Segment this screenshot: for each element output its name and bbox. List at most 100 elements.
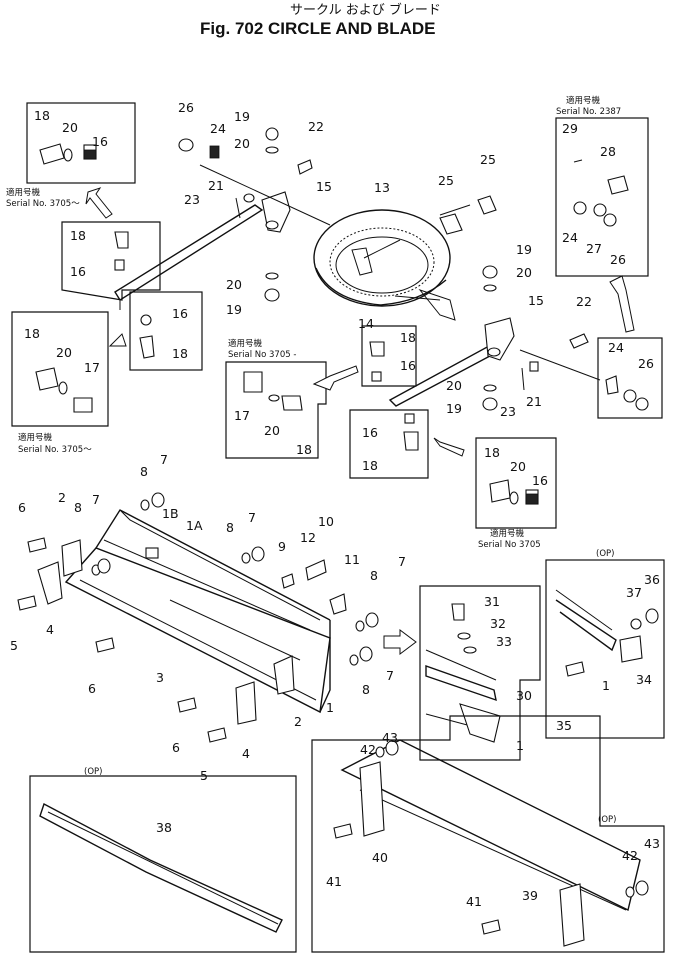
callout-19: 19 xyxy=(226,302,242,317)
callout-8: 8 xyxy=(74,500,82,515)
callout-6: 6 xyxy=(88,681,96,696)
serial-note-4: Serial No. 2387 xyxy=(556,107,621,117)
callout-10: 10 xyxy=(318,514,334,529)
callout-18: 18 xyxy=(172,346,188,361)
option-label-3: (OP) xyxy=(598,815,616,825)
callout-4: 4 xyxy=(242,746,250,761)
callout-16: 16 xyxy=(172,306,188,321)
callout-7: 7 xyxy=(92,492,100,507)
callout-17: 17 xyxy=(234,408,250,423)
direction-arrow-upper-right xyxy=(609,275,635,333)
callout-39: 39 xyxy=(522,888,538,903)
callout-3: 3 xyxy=(156,670,164,685)
hardware-upper-right xyxy=(482,265,589,411)
hardware-upper-left xyxy=(178,127,497,302)
callout-16: 16 xyxy=(362,425,378,440)
title-japanese: サークル および ブレード xyxy=(290,2,441,18)
draw-bar-left xyxy=(114,204,264,310)
applicable-label-5: 適用号機 xyxy=(490,528,525,539)
callout-32: 32 xyxy=(490,616,506,631)
option-side-detail xyxy=(545,559,665,739)
callout-14: 14 xyxy=(358,316,374,331)
callout-20: 20 xyxy=(516,265,532,280)
callout-8: 8 xyxy=(362,682,370,697)
callout-23: 23 xyxy=(500,404,516,419)
callout-8: 8 xyxy=(370,568,378,583)
callout-24: 24 xyxy=(210,121,226,136)
detail-box-upper-left xyxy=(26,102,136,184)
callout-4: 4 xyxy=(46,622,54,637)
callout-24: 24 xyxy=(562,230,578,245)
callout-2: 2 xyxy=(58,490,66,505)
callout-6: 6 xyxy=(18,500,26,515)
callout-13: 13 xyxy=(374,180,390,195)
callout-23: 23 xyxy=(184,192,200,207)
detail-box-lower-center xyxy=(349,409,429,479)
callout-16: 16 xyxy=(400,358,416,373)
callout-22: 22 xyxy=(576,294,592,309)
callout-18: 18 xyxy=(484,445,500,460)
callout-9: 9 xyxy=(278,539,286,554)
callout-1: 1 xyxy=(516,738,524,753)
callout-22: 22 xyxy=(308,119,324,134)
option-cutting-edge xyxy=(29,775,297,953)
callout-21: 21 xyxy=(526,394,542,409)
option-label-2: (OP) xyxy=(84,767,102,777)
callout-37: 37 xyxy=(626,585,642,600)
callout-25: 25 xyxy=(480,152,496,167)
pivot-bracket-left xyxy=(261,191,291,233)
direction-arrow-middle xyxy=(312,365,359,391)
callout-19: 19 xyxy=(446,401,462,416)
callout-1: 1 xyxy=(326,700,334,715)
callout-29: 29 xyxy=(562,121,578,136)
callout-11: 11 xyxy=(344,552,360,567)
detail-box-middle xyxy=(225,361,327,459)
callout-1a: 1A xyxy=(186,518,203,533)
callout-6: 6 xyxy=(172,740,180,755)
callout-20: 20 xyxy=(446,378,462,393)
applicable-label-3: 適用号機 xyxy=(228,338,263,349)
callout-2: 2 xyxy=(294,714,302,729)
callout-41: 41 xyxy=(326,874,342,889)
callout-15: 15 xyxy=(316,179,332,194)
callout-20: 20 xyxy=(234,136,250,151)
callout-5: 5 xyxy=(200,768,208,783)
serial-note-1: Serial No. 3705～ xyxy=(6,199,80,209)
callout-20: 20 xyxy=(226,277,242,292)
callout-18: 18 xyxy=(70,228,86,243)
callout-17: 17 xyxy=(84,360,100,375)
callout-18: 18 xyxy=(400,330,416,345)
callout-8: 8 xyxy=(140,464,148,479)
callout-20: 20 xyxy=(264,423,280,438)
option-label-1: (OP) xyxy=(596,549,614,559)
callout-16: 16 xyxy=(70,264,86,279)
callout-20: 20 xyxy=(56,345,72,360)
callout-7: 7 xyxy=(398,554,406,569)
callout-31: 31 xyxy=(484,594,500,609)
detail-box-right xyxy=(475,437,557,529)
callout-19: 19 xyxy=(234,109,250,124)
detail-box-center xyxy=(361,325,417,387)
edge-detail xyxy=(419,585,541,761)
callout-5: 5 xyxy=(10,638,18,653)
callout-34: 34 xyxy=(636,672,652,687)
direction-arrow-lower-center xyxy=(433,437,465,457)
serial-note-5: Serial No 3705 xyxy=(478,540,541,550)
applicable-label-1: 適用号機 xyxy=(6,187,41,198)
pivot-bracket-right xyxy=(484,317,515,361)
callout-19: 19 xyxy=(516,242,532,257)
callout-18: 18 xyxy=(24,326,40,341)
callout-40: 40 xyxy=(372,850,388,865)
callout-8: 8 xyxy=(226,520,234,535)
callout-18: 18 xyxy=(362,458,378,473)
callout-30: 30 xyxy=(516,688,532,703)
callout-16: 16 xyxy=(532,473,548,488)
detail-box-right-small xyxy=(597,337,663,419)
callout-42: 42 xyxy=(360,742,376,757)
callout-42: 42 xyxy=(622,848,638,863)
callout-41: 41 xyxy=(466,894,482,909)
callout-35: 35 xyxy=(556,718,572,733)
callout-43: 43 xyxy=(382,730,398,745)
callout-1: 1 xyxy=(602,678,610,693)
